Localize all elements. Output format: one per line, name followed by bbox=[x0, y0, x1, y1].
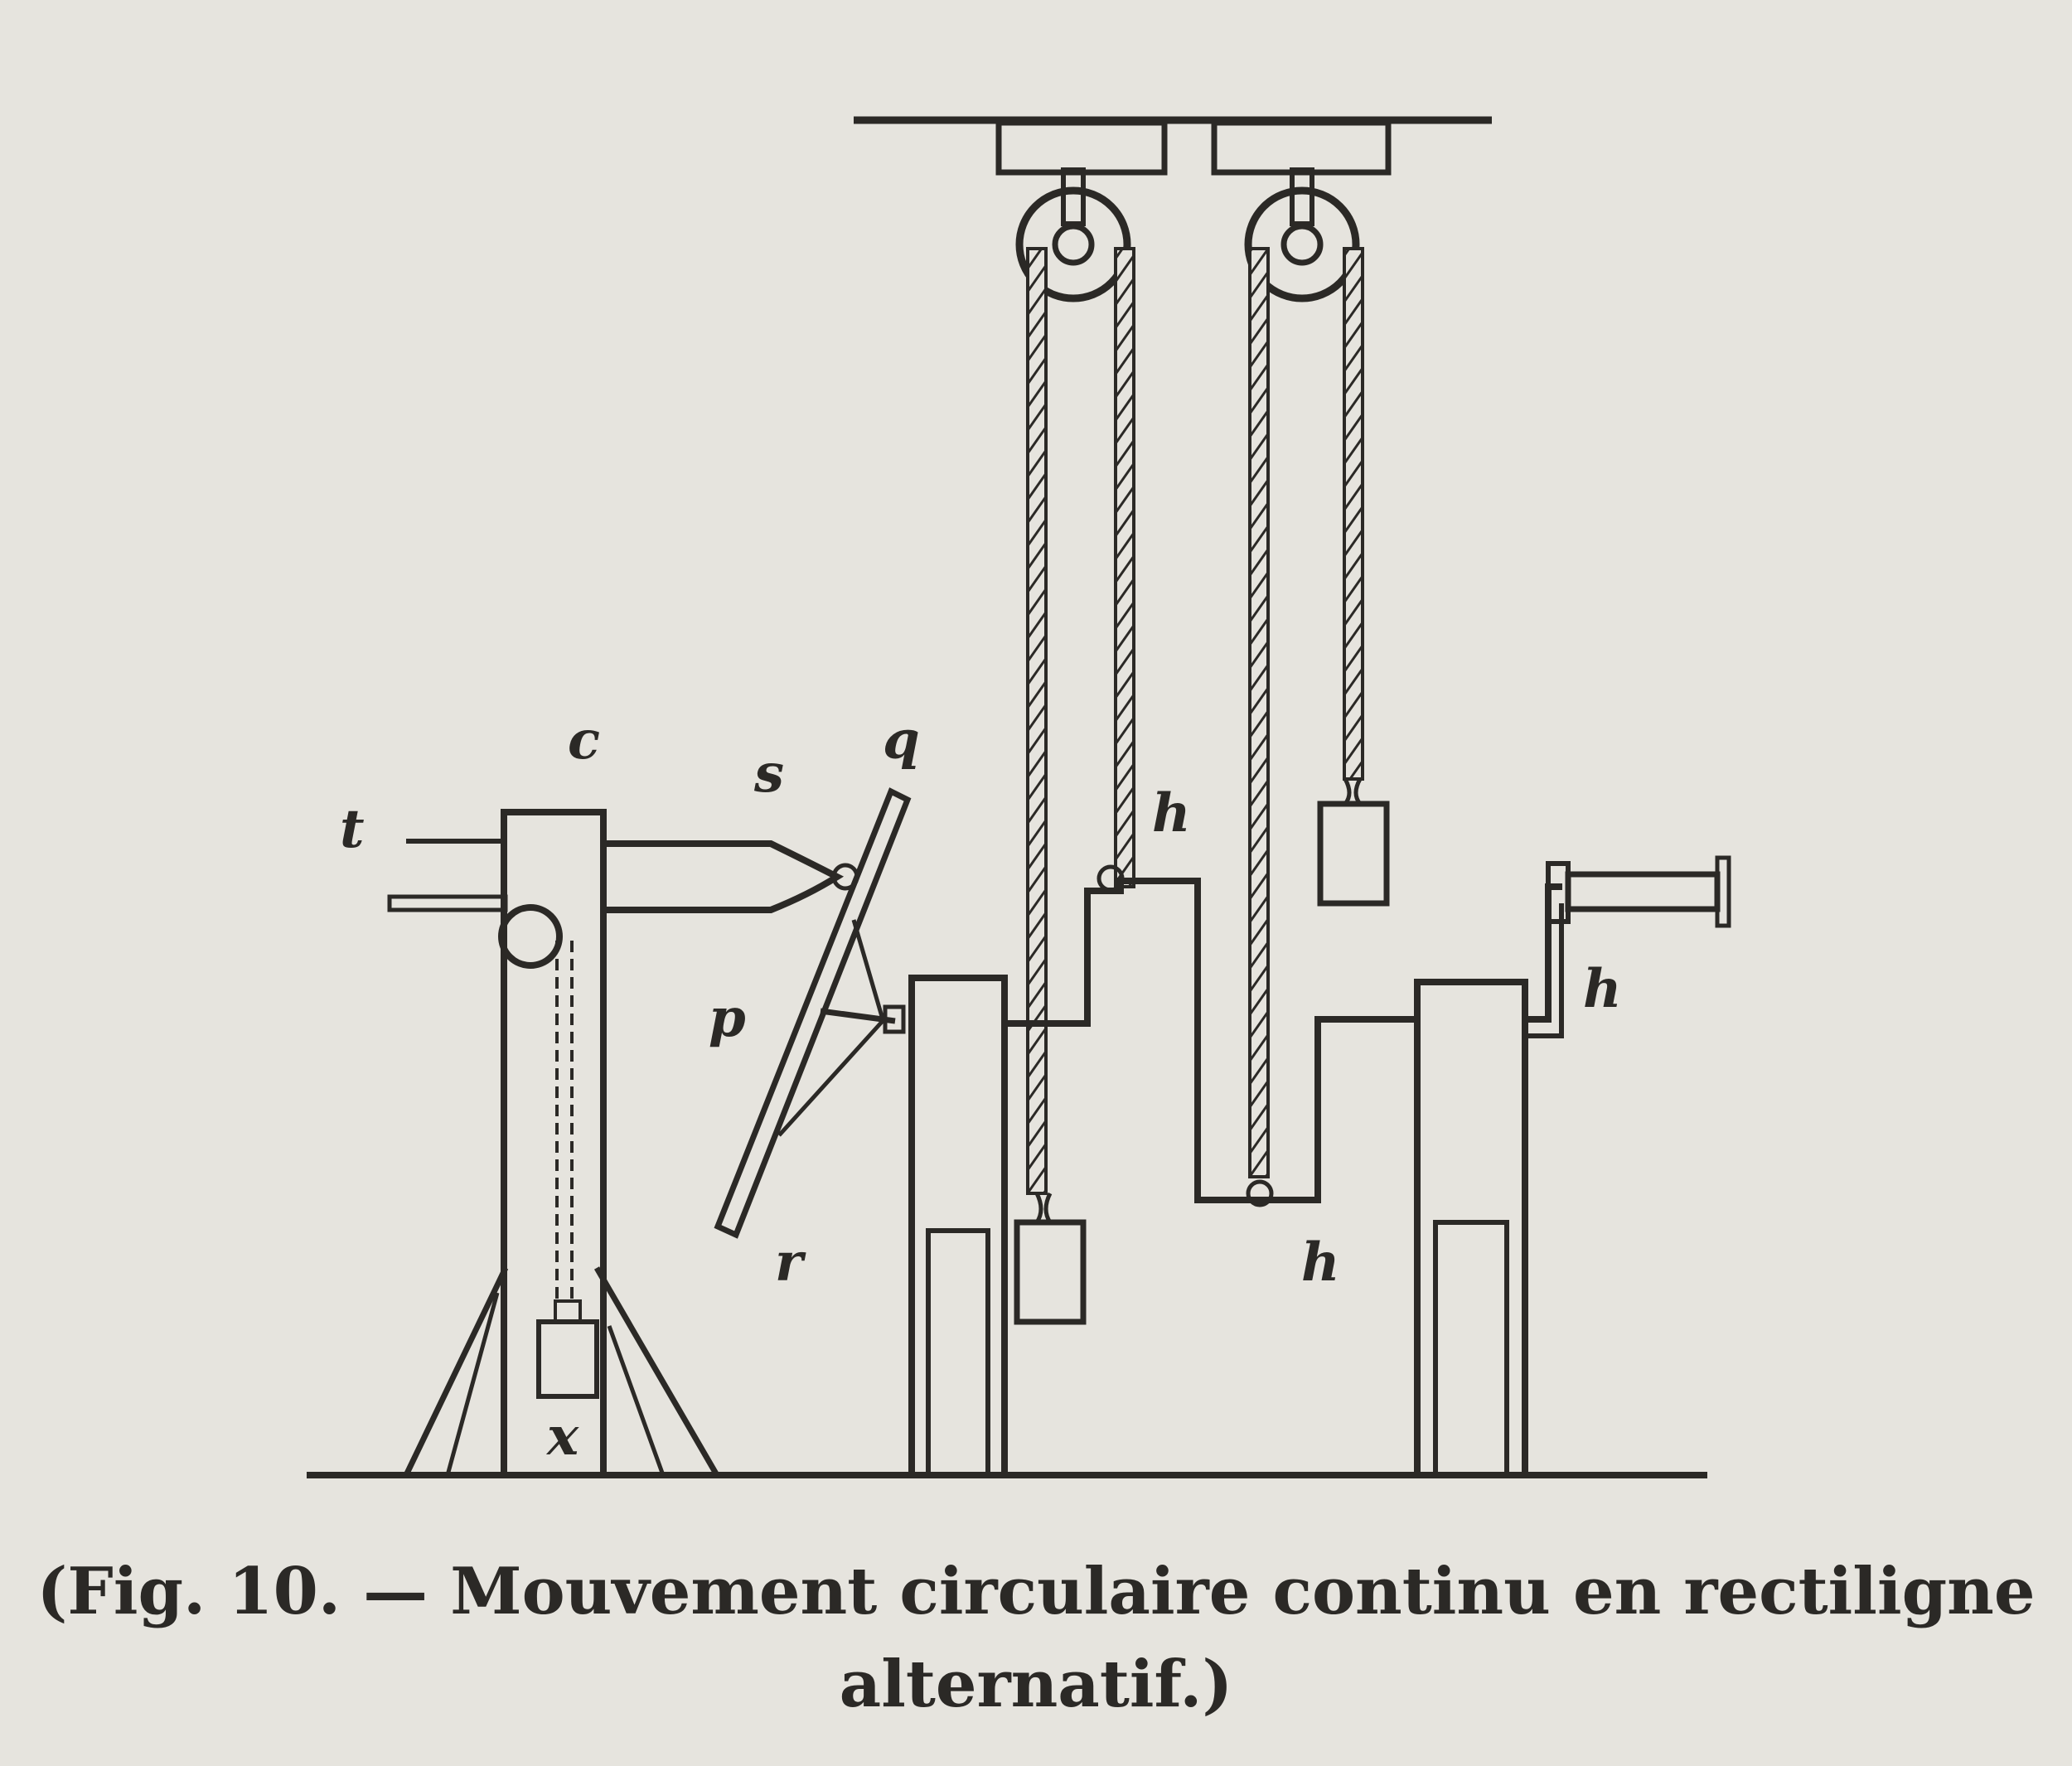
weight-right bbox=[1317, 801, 1390, 907]
rope-right-outer bbox=[1248, 247, 1270, 1178]
frame-right bbox=[1414, 979, 1528, 1478]
crank-handle bbox=[1565, 871, 1721, 912]
label-h-right: h bbox=[1583, 958, 1622, 1020]
caption-line-2: alternatif.) bbox=[839, 1647, 1233, 1722]
post-roller bbox=[498, 904, 563, 969]
spindle bbox=[387, 839, 859, 913]
weights bbox=[1014, 777, 1390, 1325]
label-c: c bbox=[568, 709, 600, 772]
rope-left-inner bbox=[1114, 247, 1135, 888]
lever bbox=[714, 787, 912, 1239]
post-weight bbox=[536, 1319, 599, 1399]
crankshaft bbox=[1005, 855, 1731, 1207]
rope-right-inner bbox=[1343, 247, 1364, 781]
left-post bbox=[403, 809, 720, 1478]
label-t: t bbox=[340, 798, 365, 860]
left-pulley bbox=[1015, 167, 1131, 302]
label-x: x bbox=[545, 1406, 579, 1468]
label-p: p bbox=[709, 987, 746, 1049]
label-h-lower: h bbox=[1301, 1231, 1340, 1294]
rope-left-outer bbox=[1026, 247, 1048, 1195]
caption-line-1: (Fig. 10. — Mouvement circulaire continu… bbox=[36, 1554, 2036, 1629]
right-pulley bbox=[1244, 167, 1360, 302]
ceiling bbox=[854, 116, 1492, 176]
label-s: s bbox=[753, 743, 784, 805]
figure-caption: (Fig. 10. — Mouvement circulaire continu… bbox=[0, 1546, 2072, 1731]
label-r: r bbox=[775, 1231, 806, 1294]
ropes bbox=[1026, 247, 1364, 1195]
frame-left bbox=[908, 975, 1008, 1478]
weight-left bbox=[1014, 1219, 1087, 1325]
label-q: q bbox=[883, 709, 920, 772]
label-h-upper: h bbox=[1152, 782, 1191, 844]
